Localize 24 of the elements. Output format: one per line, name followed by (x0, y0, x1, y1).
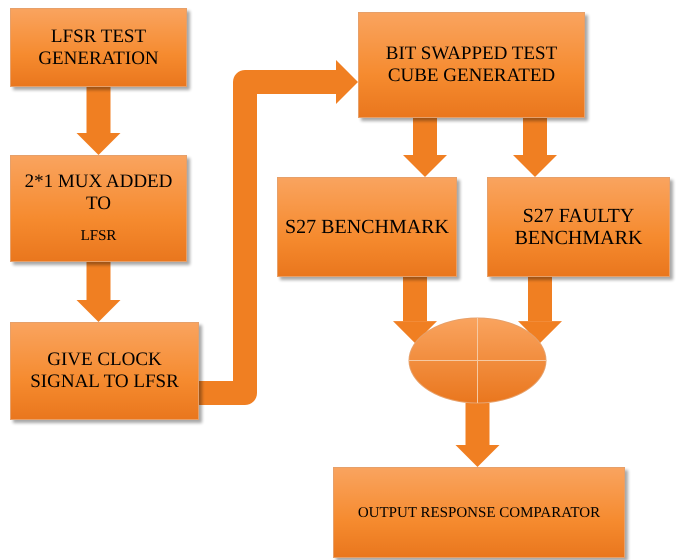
process-box (277, 177, 457, 277)
ellipse-shape (407, 316, 548, 405)
box-label: BIT SWAPPED TEST CUBE GENERATED (384, 43, 558, 87)
block-arrow (76, 262, 120, 322)
block-arrow (456, 403, 500, 467)
box-label: 2*1 MUX ADDED TO (24, 170, 174, 214)
block-arrow (518, 277, 562, 344)
block-arrow (393, 277, 437, 344)
box-label: S27 FAULTY BENCHMARK (514, 205, 644, 249)
box-label: GIVE CLOCK SIGNAL TO LFSR (29, 349, 180, 393)
block-arrow (403, 118, 447, 177)
block-arrow (76, 87, 120, 155)
process-box (10, 8, 187, 87)
process-box (10, 155, 187, 262)
block-arrow (199, 60, 358, 405)
block-arrow (513, 118, 557, 177)
box-label: OUTPUT RESPONSE COMPARATOR (356, 504, 602, 522)
box-label: S27 BENCHMARK (284, 216, 450, 238)
box-label: LFSR TEST GENERATION (37, 26, 160, 70)
process-box (333, 467, 625, 558)
box-label: LFSR (80, 226, 118, 246)
process-box (487, 177, 670, 277)
process-box (10, 322, 199, 420)
process-box (358, 12, 585, 118)
